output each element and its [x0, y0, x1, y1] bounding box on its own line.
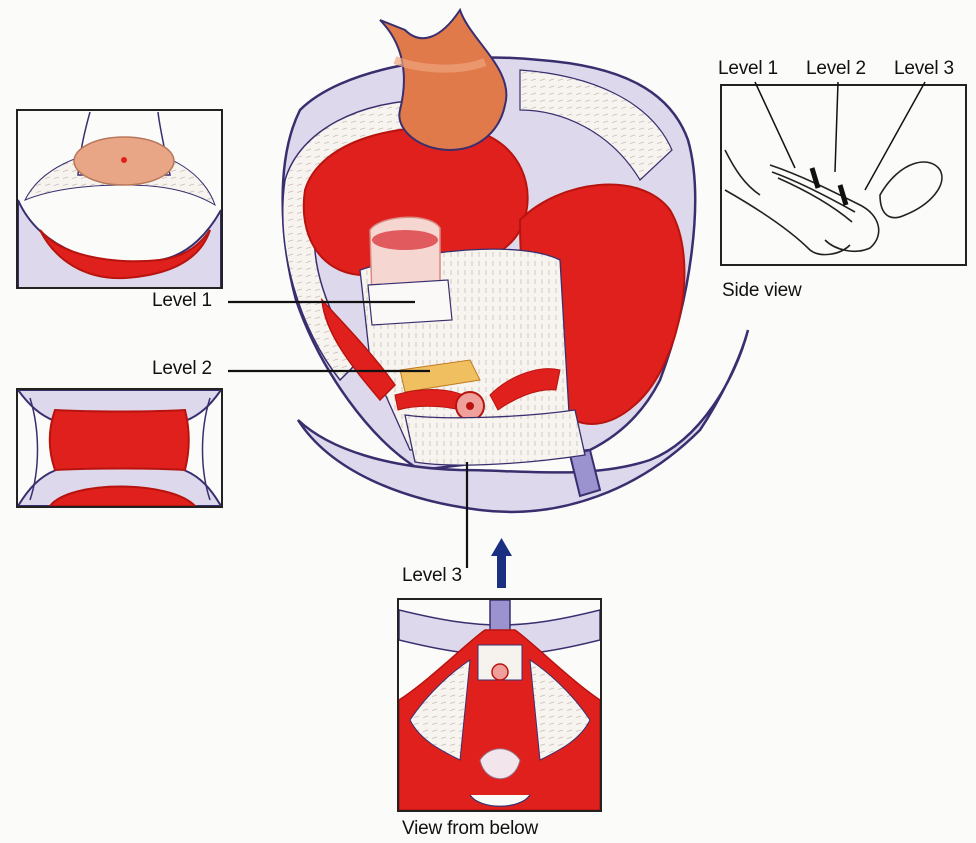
inset-level2-cross-section	[17, 389, 222, 507]
main-pelvis-illustration	[283, 10, 748, 512]
label-level3: Level 3	[402, 565, 462, 587]
side-label-level3: Level 3	[894, 58, 954, 80]
side-view-caption: Side view	[722, 280, 802, 302]
label-level2: Level 2	[152, 358, 212, 380]
view-from-below-caption: View from below	[402, 818, 538, 840]
inset-side-view	[721, 82, 966, 265]
up-arrow-icon	[491, 538, 512, 588]
side-label-level2: Level 2	[806, 58, 866, 80]
inset-view-from-below	[398, 599, 601, 811]
label-level1: Level 1	[152, 290, 212, 312]
inset-level1-cross-section	[17, 110, 222, 288]
side-label-level1: Level 1	[718, 58, 778, 80]
